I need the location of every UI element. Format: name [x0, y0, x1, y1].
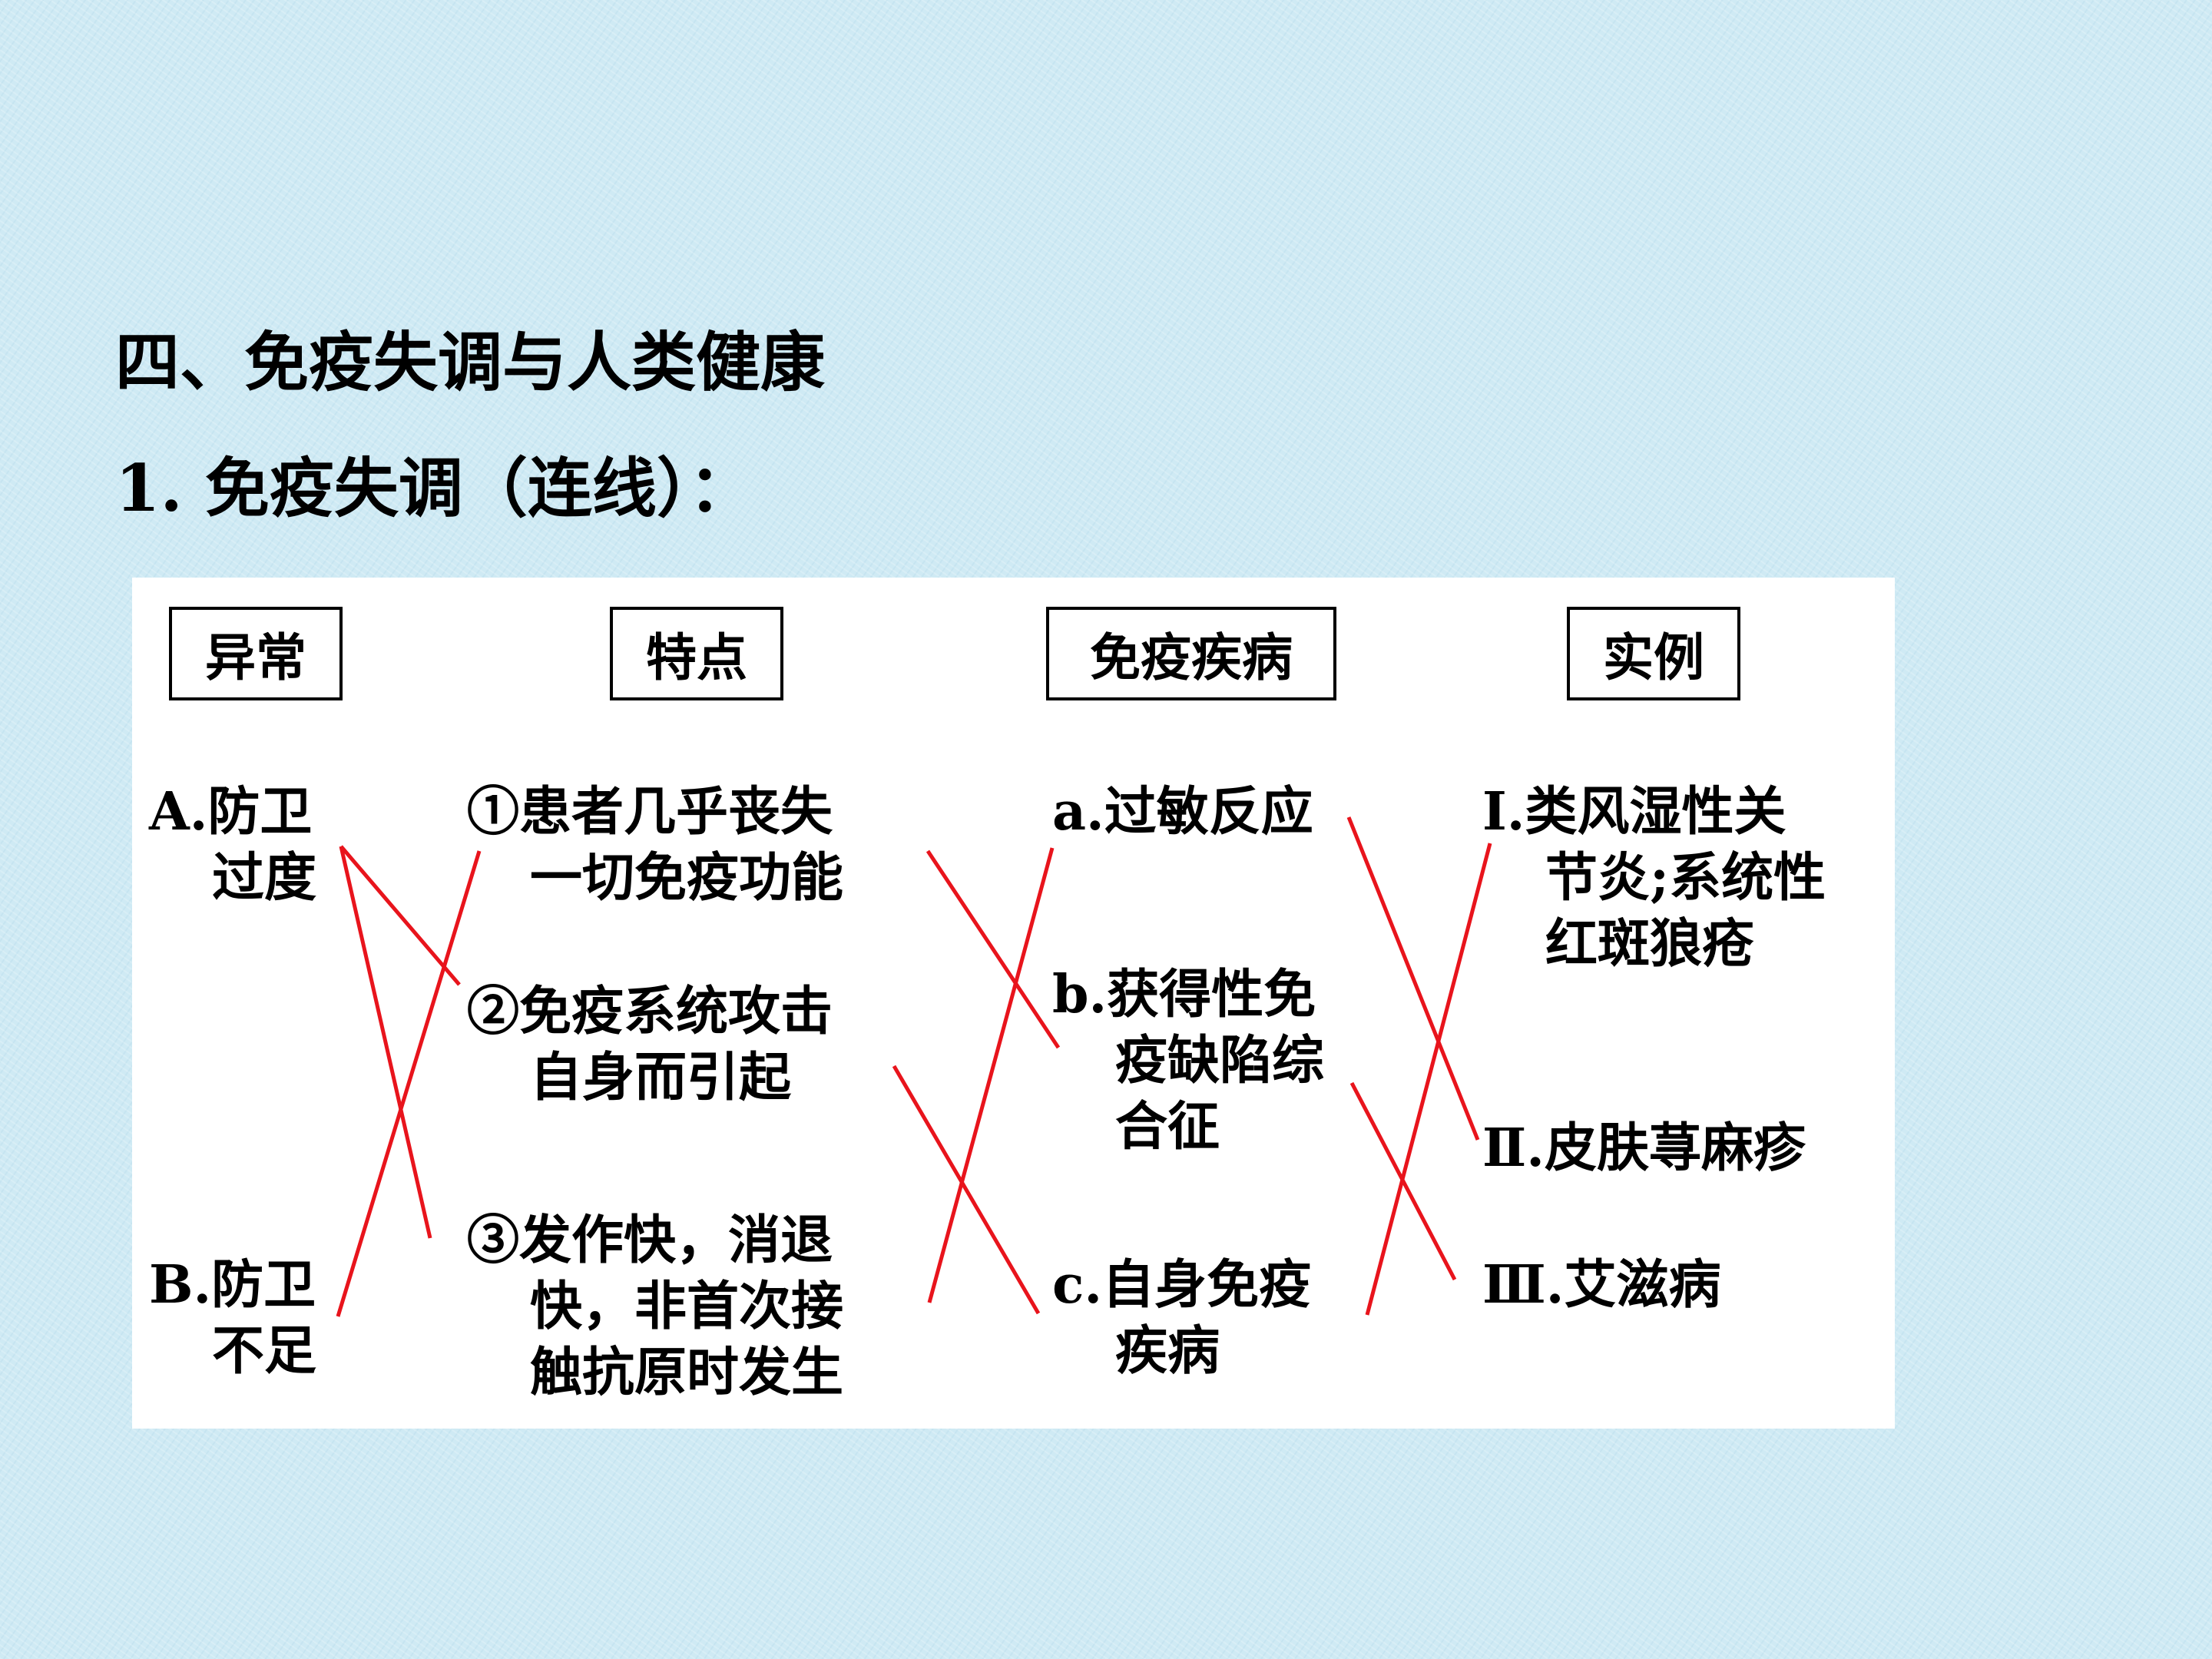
- feature-1-line-2: 一切免疫功能: [530, 847, 844, 909]
- example-3-line-1: Ⅲ.艾滋病: [1482, 1254, 1721, 1316]
- example-1-line-1: Ⅰ.类风湿性关: [1482, 781, 1786, 843]
- feature-1: ①患者几乎丧失 一切免疫功能: [467, 779, 843, 911]
- connection-3-to-a: [927, 847, 1055, 1303]
- disease-b-line-1: b.获得性免: [1052, 964, 1316, 1025]
- connection-1-to-b: [926, 849, 1061, 1049]
- header-features: 特点: [610, 607, 783, 700]
- disease-a-line-1: a.过敏反应: [1052, 781, 1313, 843]
- section-title: 四、免疫失调与人类健康: [115, 324, 826, 400]
- feature-3: ③发作快，消退 快，非首次接 触抗原时发生: [467, 1207, 843, 1406]
- connection-a-to-II: [1346, 816, 1480, 1141]
- disease-c-line-2: 疾病: [1115, 1320, 1220, 1382]
- abnormal-a-line-1: A.防卫: [149, 781, 313, 843]
- connection-b-to-1: [336, 850, 482, 1317]
- feature-2-line-2: 自身而引起: [530, 1047, 792, 1108]
- disease-a: a.过敏反应: [1052, 779, 1313, 845]
- connection-c-to-I: [1365, 843, 1492, 1316]
- example-2: Ⅱ.皮肤荨麻疹: [1482, 1115, 1806, 1181]
- abnormal-b-line-1: B.防卫: [149, 1254, 316, 1316]
- feature-1-line-1: ①患者几乎丧失: [467, 781, 833, 843]
- feature-2: ②免疫系统攻击 自身而引起: [467, 979, 833, 1111]
- abnormal-b-line-2: 不足: [212, 1320, 317, 1382]
- disease-b-line-2: 疫缺陷综: [1115, 1030, 1325, 1091]
- header-diseases: 免疫疾病: [1046, 607, 1336, 700]
- disease-b-line-3: 合征: [1115, 1096, 1220, 1157]
- subsection-title: 1. 免疫失调（连线）：: [115, 450, 753, 526]
- abnormal-a: A.防卫 过度: [149, 779, 316, 911]
- abnormal-a-line-2: 过度: [212, 847, 317, 909]
- matching-diagram: 异常 特点 免疫疾病 实例 A.防卫 过度 B.防卫 不足 ①患者几乎丧失 一切…: [132, 578, 1895, 1429]
- disease-c: c.自身免疫 疾病: [1052, 1252, 1311, 1384]
- feature-3-line-2: 快，非首次接: [530, 1276, 844, 1337]
- example-1-line-2: 节炎;系统性: [1545, 847, 1826, 909]
- feature-3-line-3: 触抗原时发生: [530, 1342, 844, 1403]
- example-2-line-1: Ⅱ.皮肤荨麻疹: [1482, 1118, 1806, 1179]
- abnormal-b: B.防卫 不足: [149, 1252, 316, 1384]
- connection-a-to-3: [339, 846, 432, 1239]
- disease-c-line-1: c.自身免疫: [1052, 1254, 1312, 1316]
- example-1: Ⅰ.类风湿性关 节炎;系统性 红斑狼疮: [1482, 779, 1826, 977]
- connection-lines: [336, 816, 1492, 1317]
- example-3: Ⅲ.艾滋病: [1482, 1252, 1720, 1318]
- connection-a-to-2: [339, 845, 461, 986]
- disease-b: b.获得性免 疫缺陷综 合征: [1052, 962, 1324, 1160]
- connection-2-to-c: [892, 1065, 1041, 1315]
- header-examples: 实例: [1567, 607, 1740, 700]
- example-1-line-3: 红斑狼疮: [1545, 913, 1755, 975]
- feature-3-line-1: ③发作快，消退: [467, 1210, 833, 1271]
- header-abnormal: 异常: [169, 607, 343, 700]
- feature-2-line-1: ②免疫系统攻击: [467, 981, 833, 1042]
